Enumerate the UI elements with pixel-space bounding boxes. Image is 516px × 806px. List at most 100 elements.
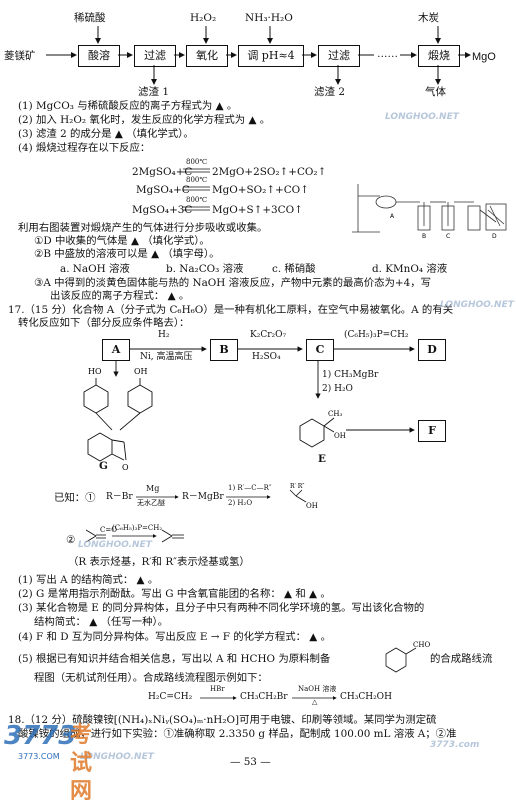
reagent-charcoal: 木炭 (418, 12, 439, 24)
node-a: A (102, 339, 130, 361)
node-f: F (418, 420, 446, 442)
q17-q3: (3) 某化合物是 E 的同分异构体，且分子中只有两种不同化学环境的氢。写出该化… (18, 602, 425, 614)
app-label-d: D (492, 233, 497, 240)
ex-hbr: HBr (210, 685, 225, 693)
known2-label: ② (66, 534, 76, 546)
eq3-cond: 800℃ (186, 196, 208, 204)
watermark-site-4: 3773.com (430, 740, 480, 750)
residue-2: 滤渣 2 (314, 86, 346, 98)
ex-naoh: NaOH 溶液 (298, 685, 337, 693)
q16-part2: (2) 加入 H₂O₂ 氧化时，发生反应的化学方程式为 ▲ 。 (18, 114, 271, 126)
svg-text:O: O (122, 463, 129, 472)
known-rbr: R－Br (106, 492, 133, 502)
watermark-site-5: LONGHOO.NET (80, 752, 154, 762)
known-label: 已知：① (54, 492, 96, 504)
app-label-a: A (390, 213, 395, 220)
eq1-left: 2MgSO₄+C (132, 166, 193, 178)
eq1-cond: 800℃ (186, 158, 208, 166)
q16-opt-b: b. Na₂CO₃ 溶液 (166, 263, 244, 275)
step-filter-1: 过滤 (134, 45, 176, 67)
residue-1: 滤渣 1 (138, 86, 170, 98)
known-mg: Mg (146, 484, 160, 493)
target-cho: CHO (413, 641, 430, 649)
q16-opt-a: a. NaOH 溶液 (60, 263, 130, 275)
logo-text: 考试网 (70, 723, 93, 805)
step-acid-dissolve: 酸溶 (78, 45, 120, 67)
ex-ethanol: CH₃CH₂OH (340, 692, 392, 702)
eq2-left: MgSO₄+C (136, 184, 190, 196)
known2-reagent: (C₆H₅)₃P=CH₂ (112, 524, 163, 532)
node-e: E (318, 453, 326, 465)
q16-part4: (4) 煅烧过程存在以下反应： (18, 142, 151, 154)
r3-top: (C₆H₅)₃P=CH₂ (344, 330, 409, 340)
q17-scheme: HO OH O CH₃ OH (83, 346, 415, 472)
watermark-site-2: LONGHOO.NET (440, 300, 514, 310)
flow-arrows (46, 26, 471, 85)
eq1-right: 2MgO+2SO₂↑+CO₂↑ (212, 166, 327, 178)
q16-part1: (1) MgCO₃ 与稀硫酸反应的离子方程式为 ▲ 。 (18, 100, 238, 112)
flow-start: 菱镁矿 (4, 50, 36, 62)
q18-line1: 18.（12 分）硫酸镍铵[(NH₄)ₓNiᵧ(SO₄)ₘ·nH₂O]可用于电镀… (8, 714, 437, 726)
known-scheme: R′ R″ OH C=O (85, 483, 318, 543)
q17-q5: (5) 根据已有知识并结合相关信息，写出以 A 和 HCHO 为原料制备 (18, 653, 331, 665)
q16-sub3: ③A 中得到的淡黄色固体能与热的 NaOH 溶液反应，产物中元素的最高价态为+4… (34, 277, 432, 289)
flow-product: MgO (472, 51, 496, 63)
q17-q4: (4) F 和 D 互为同分异构体。写出反应 E → F 的化学方程式： ▲ 。 (18, 631, 331, 643)
q17-header: 17.（15 分）化合物 A（分子式为 C₆H₆O）是一种有机化工原料，在空气中… (8, 304, 454, 316)
node-c: C (306, 339, 334, 361)
q17-q1: (1) 写出 A 的结构简式： ▲ 。 (18, 574, 159, 586)
known-ether: 无水乙醚 (137, 499, 165, 507)
r2-top: K₂Cr₂O₇ (250, 330, 287, 340)
q17-q5-tail: 的合成路线流 (430, 653, 493, 665)
step-calcine: 煅烧 (418, 45, 460, 67)
node-b: B (210, 339, 238, 361)
svg-text:R′ R″: R′ R″ (290, 483, 305, 490)
app-label-b: B (422, 233, 426, 240)
logo-number: 3773 (4, 721, 77, 751)
r4-a: 1) CH₃MgBr (322, 370, 379, 380)
example-arrows (200, 696, 337, 700)
ex-bromoethane: CH₃CH₂Br (240, 692, 288, 702)
q17-q2: (2) G 是常用指示剂酚酞。写出 G 中含氧官能团的名称： ▲ 和 ▲ 。 (18, 588, 331, 600)
q18-line2: 酸镍铵的组成，进行如下实验：①准确称取 2.3350 g 样品，配制成 100.… (18, 728, 457, 740)
target-molecule: CHO (385, 641, 430, 673)
svg-text:CH₃: CH₃ (328, 410, 342, 418)
ex-ethylene: H₂C=CH₂ (148, 692, 193, 702)
q16-sub1: ①D 中收集的气体是 ▲ （填化学式）。 (34, 235, 210, 247)
equal-signs (183, 168, 210, 211)
svg-text:HO: HO (88, 367, 102, 376)
page-number: — 53 — (230, 756, 271, 768)
svg-text:OH: OH (306, 502, 318, 510)
r2-bot: H₂SO₄ (252, 352, 281, 362)
known-step1: 1) R′—C—R″ (228, 484, 272, 492)
q17-header2: 转化反应如下（部分反应条件略去）： (18, 317, 190, 329)
reagent-h2o2: H₂O₂ (190, 12, 217, 24)
q16-sub3b: 出该反应的离子方程式： ▲ 。 (50, 290, 190, 302)
eq3-left: MgSO₄+3C (132, 204, 193, 216)
step-adjust-ph: 调 pH≈4 (238, 45, 304, 67)
reagent-nh3: NH₃·H₂O (245, 12, 293, 24)
q17-q5b: 程图（无机试剂任用）。合成路线流程图示例如下： (34, 672, 268, 684)
svg-text:OH: OH (334, 432, 346, 440)
reagent-acid: 稀硫酸 (74, 12, 106, 24)
step-filter-2: 过滤 (318, 45, 360, 67)
svg-text:C=O: C=O (100, 526, 117, 534)
q17-q3b: 结构简式： ▲ （任写一种）。 (34, 616, 169, 628)
known-rmgbr: R－MgBr (182, 492, 224, 502)
watermark-site: LONGHOO.NET (385, 112, 459, 122)
gas-output: 气体 (425, 86, 446, 98)
eq2-right: MgO+SO₂↑+CO↑ (212, 184, 309, 196)
eq2-cond: 800℃ (186, 176, 208, 184)
logo-domain: 3773.COM (18, 752, 60, 761)
q16-part3: (3) 滤渣 2 的成分是 ▲ （填化学式）。 (18, 128, 194, 140)
q16-sub2: ②B 中盛放的溶液可以是 ▲ （填字母）。 (34, 248, 220, 260)
eq3-right: MgO+S↑+3CO↑ (212, 204, 303, 216)
r4-b: 2) H₂O (322, 384, 353, 394)
r1-bot: Ni, 高温高压 (140, 352, 193, 362)
q16-text1: 利用右图装置对煅烧产生的气体进行分步吸收或收集。 (18, 222, 268, 234)
node-g: G (99, 460, 108, 472)
q16-opt-d: d. KMnO₄ 溶液 (372, 263, 448, 275)
known-step2: 2) H₂O (228, 499, 253, 507)
apparatus-diagram: A B C D (352, 184, 507, 240)
svg-text:OH: OH (134, 367, 148, 376)
